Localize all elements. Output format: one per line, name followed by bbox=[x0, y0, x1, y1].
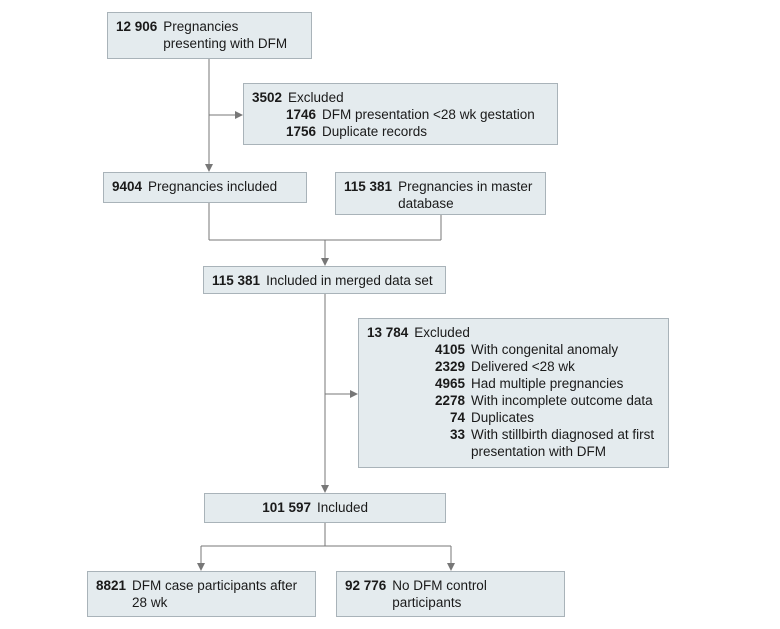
count: 101 597 bbox=[262, 500, 311, 515]
count: 12 906 bbox=[116, 19, 158, 34]
count: 115 381 bbox=[212, 273, 261, 288]
count: 13 784 bbox=[367, 325, 409, 340]
count: 1746 bbox=[285, 107, 316, 122]
box-final-included: 101 597 Included bbox=[204, 493, 446, 523]
box-pregnancies-presenting: 12 906 Pregnancies presenting with DFM bbox=[107, 12, 312, 59]
label: Had multiple pregnancies bbox=[471, 376, 624, 391]
count: 8821 bbox=[96, 578, 127, 593]
label: Pregnancies included bbox=[148, 179, 278, 194]
label: Pregnancies in master database bbox=[398, 179, 533, 211]
count: 9404 bbox=[112, 179, 143, 194]
count: 1756 bbox=[285, 124, 316, 139]
box-pregnancies-included: 9404 Pregnancies included bbox=[103, 172, 307, 203]
label: Pregnancies presenting with DFM bbox=[163, 19, 288, 51]
label: With incomplete outcome data bbox=[471, 393, 653, 408]
count: 4965 bbox=[434, 376, 465, 391]
box-excluded-second: 13 784 Excluded 4105 With congenital ano… bbox=[358, 318, 669, 468]
count: 2278 bbox=[434, 393, 465, 408]
count: 4105 bbox=[434, 342, 465, 357]
label: Duplicates bbox=[471, 410, 535, 425]
box-merged-data-set: 115 381 Included in merged data set bbox=[203, 266, 446, 294]
box-master-database: 115 381 Pregnancies in master database bbox=[335, 172, 546, 215]
box-dfm-cases: 8821 DFM case participants after 28 wk bbox=[87, 571, 316, 617]
count: 115 381 bbox=[344, 179, 393, 194]
label: DFM case participants after 28 wk bbox=[132, 578, 298, 610]
count: 2329 bbox=[434, 359, 465, 374]
label: Included in merged data set bbox=[266, 273, 433, 288]
label: Included bbox=[317, 500, 369, 515]
label: With congenital anomaly bbox=[471, 342, 619, 357]
box-dfm-controls: 92 776 No DFM control participants bbox=[336, 571, 565, 617]
label: Excluded bbox=[288, 90, 344, 105]
count: 33 bbox=[449, 427, 465, 442]
label: Duplicate records bbox=[322, 124, 428, 139]
label: DFM presentation <28 wk gestation bbox=[322, 107, 535, 122]
count: 92 776 bbox=[345, 578, 387, 593]
count: 74 bbox=[449, 410, 465, 425]
label: No DFM control participants bbox=[392, 578, 487, 610]
label: Excluded bbox=[414, 325, 470, 340]
label: With stillbirth diagnosed at first prese… bbox=[471, 427, 655, 459]
label: Delivered <28 wk bbox=[471, 359, 575, 374]
count: 3502 bbox=[252, 90, 283, 105]
box-excluded-first: 3502 Excluded 1746 DFM presentation <28 … bbox=[243, 83, 558, 145]
